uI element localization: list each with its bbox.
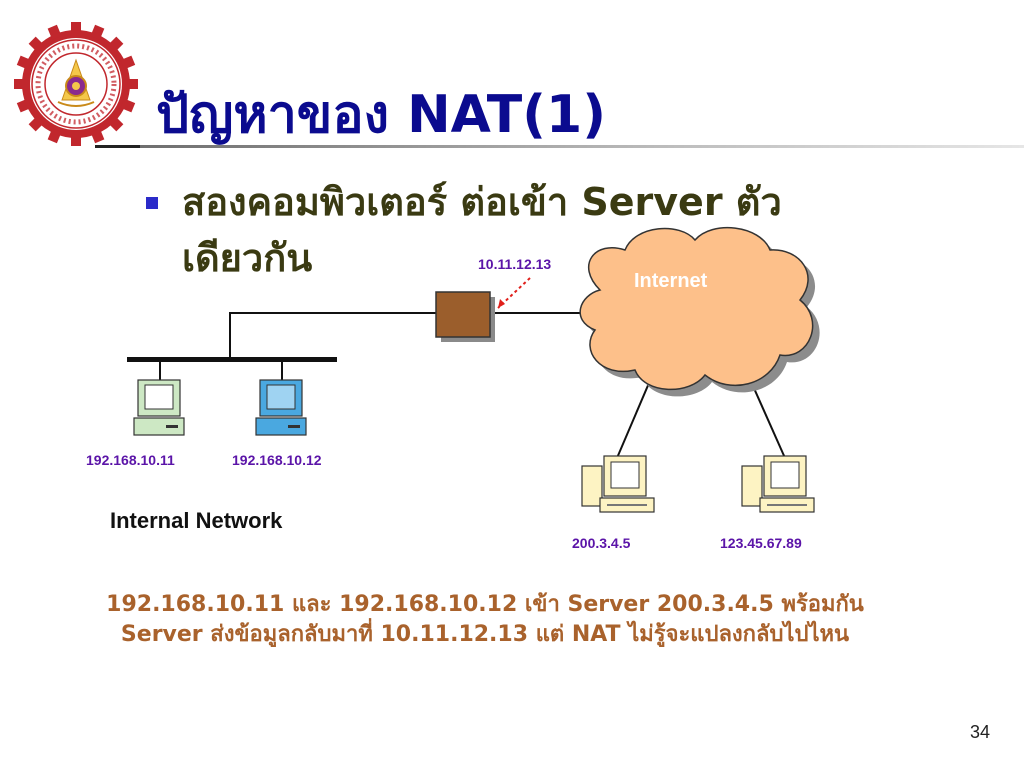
router-icon — [435, 291, 495, 342]
bullet-text: สองคอมพิวเตอร์ ต่อเข้า Server ตัวเดียวกั… — [182, 180, 782, 280]
external-host-1-ip: 200.3.4.5 — [572, 535, 631, 551]
internal-pc-1-icon — [133, 379, 185, 436]
title-rule-dark — [95, 145, 140, 148]
page-number: 34 — [969, 722, 991, 742]
cloud-host1-line — [616, 375, 653, 459]
external-host-2-ip: 123.45.67.89 — [720, 535, 802, 551]
internal-host-2-ip: 192.168.10.12 — [232, 452, 322, 468]
lan-backbone — [127, 357, 337, 362]
internet-cloud-icon — [579, 227, 820, 397]
internal-host-1-ip: 192.168.10.11 — [86, 452, 175, 468]
external-server-1-icon — [581, 455, 655, 513]
logo-seal-icon — [14, 22, 138, 146]
slide-title: ปัญหาของ NAT(1) — [156, 85, 606, 145]
caption-line-2: Server ส่งข้อมูลกลับมาที่ 10.11.12.13 แต… — [120, 622, 850, 647]
external-server-2-icon — [741, 455, 815, 513]
caption-line-1: 192.168.10.11 และ 192.168.10.12 เข้า Ser… — [106, 592, 864, 617]
router-ip-label: 10.11.12.13 — [478, 256, 552, 272]
lan-uplink-line — [229, 312, 436, 360]
bullet-square-icon — [146, 197, 158, 209]
cloud-label: Internet — [634, 270, 708, 292]
internal-network-label: Internal Network — [110, 508, 283, 533]
title-rule — [140, 145, 1024, 148]
internal-pc-2-icon — [255, 379, 307, 436]
router-ip-pointer — [497, 277, 531, 309]
